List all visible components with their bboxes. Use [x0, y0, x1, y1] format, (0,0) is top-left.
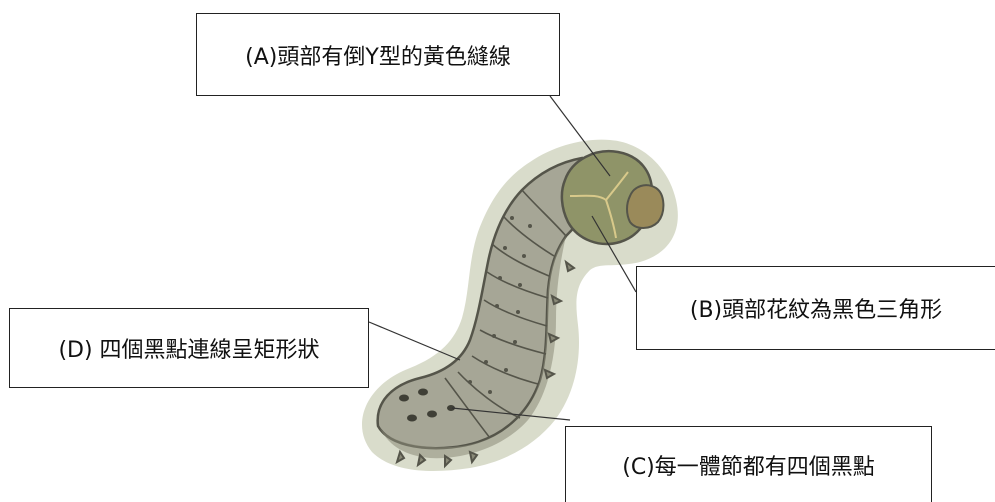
leader-a [549, 95, 611, 177]
segment-dots [468, 216, 532, 394]
label-c: (C)每一體節都有四個黑點 [565, 426, 932, 502]
segment-lines [444, 189, 567, 439]
label-c-text: (C)每一體節都有四個黑點 [622, 454, 875, 480]
label-a-text: (A)頭部有倒Y型的黃色縫線 [245, 44, 511, 70]
leader-d [368, 321, 461, 361]
label-d-text: (D) 四個黑點連線呈矩形狀 [58, 338, 320, 363]
leader-c [451, 407, 571, 421]
label-d: (D) 四個黑點連線呈矩形狀 [9, 308, 369, 388]
spots [399, 388, 455, 422]
leader-lines [368, 95, 637, 421]
label-b-text: (B)頭部花紋為黑色三角形 [689, 298, 943, 323]
y-suture [569, 171, 629, 239]
leader-b [591, 215, 637, 293]
larva-legs [395, 259, 576, 469]
larva-mouthparts [626, 184, 665, 229]
label-b: (B)頭部花紋為黑色三角形 [636, 266, 995, 350]
label-a: (A)頭部有倒Y型的黃色縫線 [196, 13, 560, 96]
